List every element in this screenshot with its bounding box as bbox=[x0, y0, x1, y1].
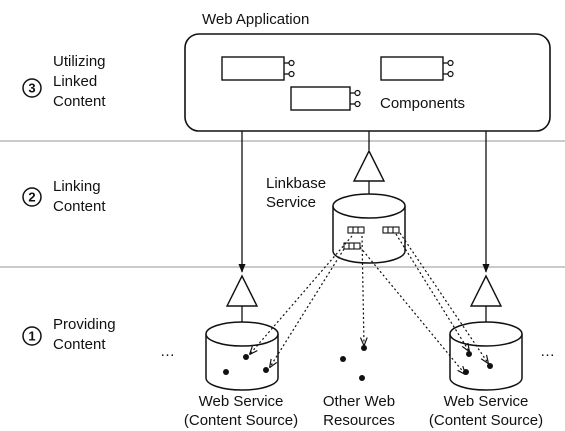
layer-3-label: 3 Utilizing Linked Content bbox=[22, 53, 106, 110]
layer-2-title-line1: Linking bbox=[53, 178, 101, 195]
component-middle bbox=[290, 86, 361, 111]
right-service-interface-triangle bbox=[469, 274, 503, 307]
component-left bbox=[221, 56, 295, 81]
resource-dot bbox=[359, 375, 365, 381]
link-arrow bbox=[270, 248, 345, 367]
link-arrow bbox=[399, 232, 488, 363]
link-arrow bbox=[395, 233, 469, 351]
layer-1-number: 1 bbox=[28, 329, 35, 344]
link-arrows bbox=[250, 232, 488, 374]
resource-dot bbox=[243, 354, 249, 360]
layer-1-title-line1: Providing bbox=[53, 316, 116, 333]
layer-3-number: 3 bbox=[28, 81, 35, 96]
linkbase-label-line1: Linkbase bbox=[266, 175, 326, 192]
linkbase-label-line2: Service bbox=[266, 194, 316, 211]
link-arrow bbox=[250, 235, 353, 354]
right-service-database bbox=[449, 321, 523, 391]
layer-3-title-line3: Content bbox=[53, 93, 106, 110]
web-application-title: Web Application bbox=[202, 11, 309, 28]
ellipsis-left: … bbox=[160, 343, 175, 360]
middle-source-label-line2: Resources bbox=[323, 412, 395, 429]
layer-2-label: 2 Linking Content bbox=[22, 178, 106, 215]
middle-source-label-line1: Other Web bbox=[323, 393, 395, 410]
linkbase-interface-triangle bbox=[352, 149, 386, 182]
resource-dot bbox=[487, 363, 493, 369]
layer-2-title-line2: Content bbox=[53, 198, 106, 215]
layer-3-title-line2: Linked bbox=[53, 73, 97, 90]
link-arrow bbox=[362, 235, 364, 345]
layer-3-title-line1: Utilizing bbox=[53, 53, 106, 70]
resource-dot bbox=[223, 369, 229, 375]
resource-dot bbox=[263, 367, 269, 373]
resource-dot bbox=[340, 356, 346, 362]
left-source-label-line2: (Content Source) bbox=[184, 412, 298, 429]
layer-1-label: 1 Providing Content bbox=[22, 316, 116, 353]
link-record-icon bbox=[343, 226, 400, 250]
component-right bbox=[380, 56, 454, 81]
left-service-database bbox=[205, 321, 279, 391]
link-arrow bbox=[359, 246, 465, 374]
left-source-label-line1: Web Service bbox=[199, 393, 284, 410]
layer-1-number-circle bbox=[22, 326, 42, 346]
resource-dot bbox=[361, 345, 367, 351]
layer-2-number: 2 bbox=[28, 190, 35, 205]
resource-dot bbox=[466, 351, 472, 357]
layer-2-number-circle bbox=[22, 187, 42, 207]
right-source-label-line2: (Content Source) bbox=[429, 412, 543, 429]
layer-1-title-line2: Content bbox=[53, 336, 106, 353]
right-source-label-line1: Web Service bbox=[444, 393, 529, 410]
ellipsis-right: … bbox=[540, 343, 555, 360]
web-application-box bbox=[184, 33, 551, 132]
layer-3-number-circle bbox=[22, 78, 42, 98]
components-label: Components bbox=[380, 95, 465, 112]
left-service-interface-triangle bbox=[225, 274, 259, 307]
